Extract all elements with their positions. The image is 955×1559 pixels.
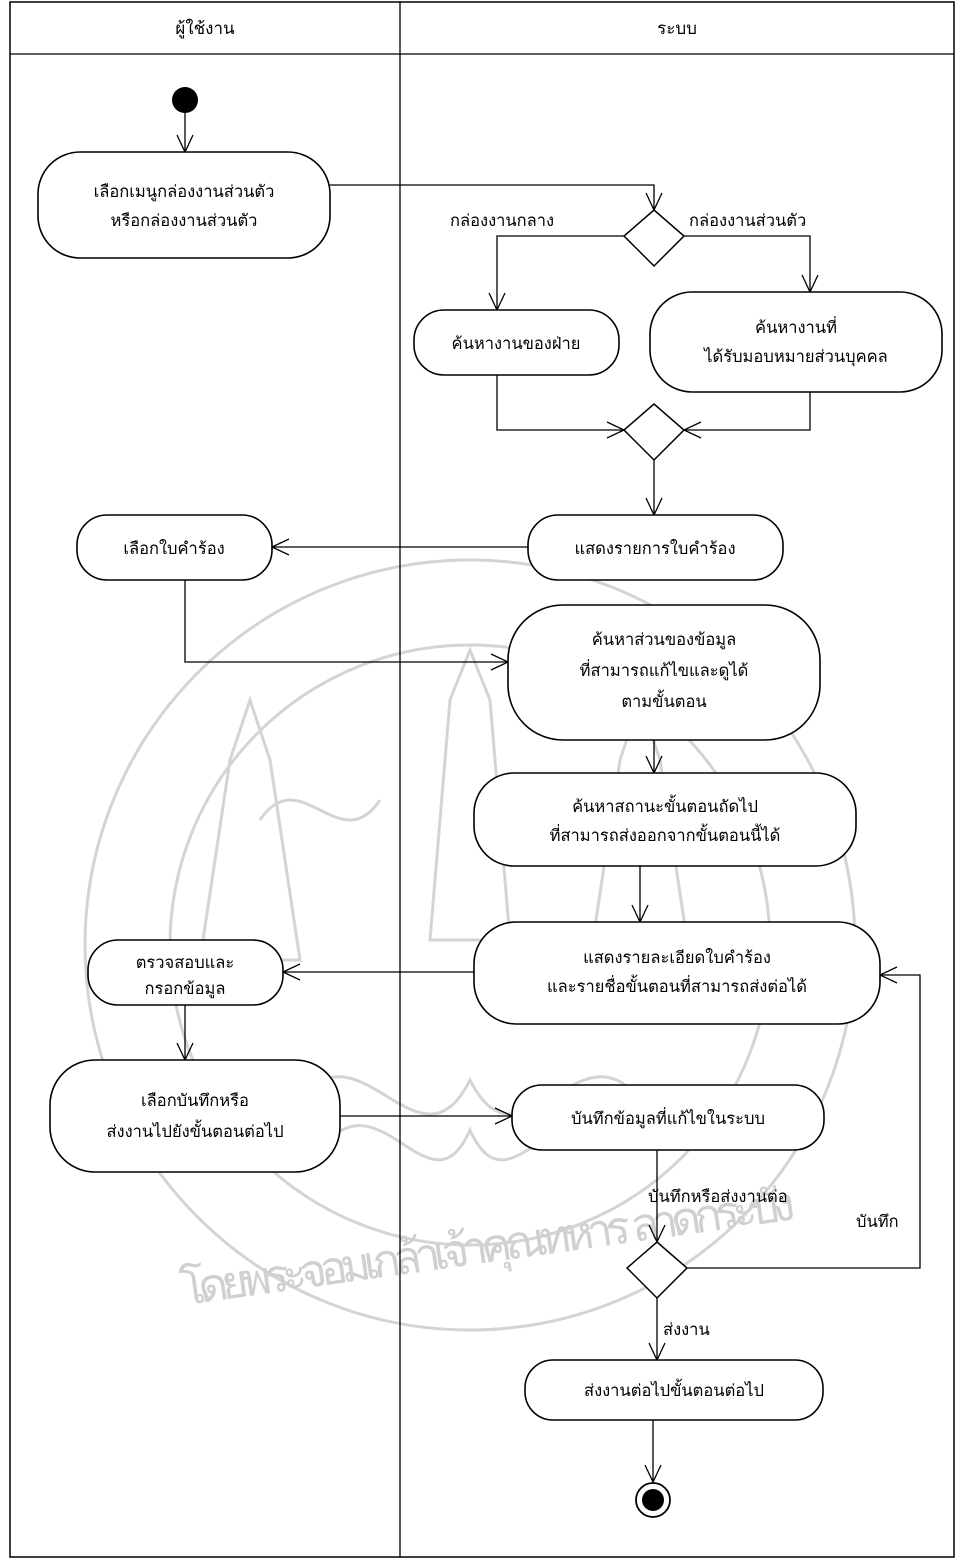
activity-save-data: บันทึกข้อมูลที่แก้ไขในระบบ (511, 1084, 825, 1151)
flow-select-menu-to-decision (330, 184, 655, 210)
guard-save: บันทึก (856, 1212, 899, 1231)
decision-save-or-send (625, 1241, 689, 1300)
lane-frame (9, 1, 955, 1558)
activity-label: หรือกล่องงานส่วนตัว (111, 211, 258, 230)
activity-label: ตรวจสอบและ (136, 953, 235, 972)
activity-label: ค้นหาสถานะขั้นตอนถัดไป (572, 794, 758, 816)
activity-label: แสดงรายการใบคำร้อง (574, 539, 735, 558)
final-node (635, 1482, 671, 1518)
flow-decision-to-search-personal (684, 235, 811, 292)
guard-personal-box: กล่องงานส่วนตัว (689, 211, 806, 230)
flow-decision-to-search-department (496, 235, 624, 310)
activity-show-list: แสดงรายการใบคำร้อง (527, 514, 784, 581)
guard-send: ส่งงาน (663, 1320, 710, 1339)
activity-label: ส่งงานไปยังขั้นตอนต่อไป (106, 1119, 283, 1141)
activity-search-department: ค้นหางานของฝ่าย (413, 309, 620, 376)
activity-search-personal: ค้นหางานที่ ได้รับมอบหมายส่วนบุคคล (649, 291, 943, 393)
activity-label: ค้นหางานของฝ่าย (452, 334, 581, 353)
activity-label: ได้รับมอบหมายส่วนบุคคล (702, 347, 888, 367)
activity-label: ตามขั้นตอน (621, 689, 706, 711)
activity-check-fill: ตรวจสอบและ กรอกข้อมูล (87, 939, 284, 1006)
activity-label: กรอกข้อมูล (145, 979, 226, 999)
activity-label: เลือกบันทึกหรือ (141, 1091, 249, 1110)
activity-label: ค้นหาส่วนของข้อมูล (592, 630, 737, 650)
flow-select-form-to-search-data (184, 580, 508, 663)
activity-label: ที่สามารถส่งออกจากขั้นตอนนี้ได้ (550, 823, 781, 845)
flow-search-department-to-merge (496, 375, 624, 431)
activity-label: และรายชื่อขั้นตอนที่สามารถส่งต่อได้ (547, 974, 807, 996)
swimlanes: ผู้ใช้งาน ระบบ (9, 1, 955, 1558)
activity-search-next-state: ค้นหาสถานะขั้นตอนถัดไป ที่สามารถส่งออกจา… (473, 772, 857, 867)
merge-node (622, 403, 686, 462)
activity-select-menu: เลือกเมนูกล่องงานส่วนตัว หรือกล่องงานส่ว… (37, 151, 331, 259)
activity-label: บันทึกข้อมูลที่แก้ไขในระบบ (571, 1107, 765, 1129)
arrowhead (644, 1464, 662, 1484)
flow-decision-save-loop (687, 974, 921, 1269)
activity-search-data: ค้นหาส่วนของข้อมูล ที่สามารถแก้ไขและดูได… (507, 604, 821, 741)
activity-send-next: ส่งงานต่อไปขั้นตอนต่อไป (524, 1359, 824, 1421)
lane-title-user: ผู้ใช้งาน (175, 18, 235, 39)
activity-select-form: เลือกใบคำร้อง (76, 514, 273, 581)
guard-central-box: กล่องงานกลาง (450, 211, 554, 230)
activity-label: เลือกเมนูกล่องงานส่วนตัว (94, 182, 275, 202)
flows (184, 103, 921, 1482)
activity-show-detail: แสดงรายละเอียดใบคำร้อง และรายชื่อขั้นตอน… (473, 921, 881, 1025)
activity-label: แสดงรายละเอียดใบคำร้อง (583, 948, 771, 967)
lane-title-system: ระบบ (657, 19, 697, 39)
guard-save-or-send: บันทึกหรือส่งงานต่อ (648, 1187, 788, 1206)
initial-node (172, 87, 198, 113)
activity-label: ค้นหางานที่ (755, 316, 837, 337)
decision-box-type (622, 209, 686, 268)
flow-search-personal-to-merge (684, 392, 811, 431)
activity-label: ส่งงานต่อไปขั้นตอนต่อไป (584, 1378, 764, 1400)
activity-select-save-send: เลือกบันทึกหรือ ส่งงานไปยังขั้นตอนต่อไป (49, 1059, 341, 1173)
activity-label: ที่สามารถแก้ไขและดูได้ (580, 659, 749, 681)
activity-label: เลือกใบคำร้อง (123, 539, 224, 558)
